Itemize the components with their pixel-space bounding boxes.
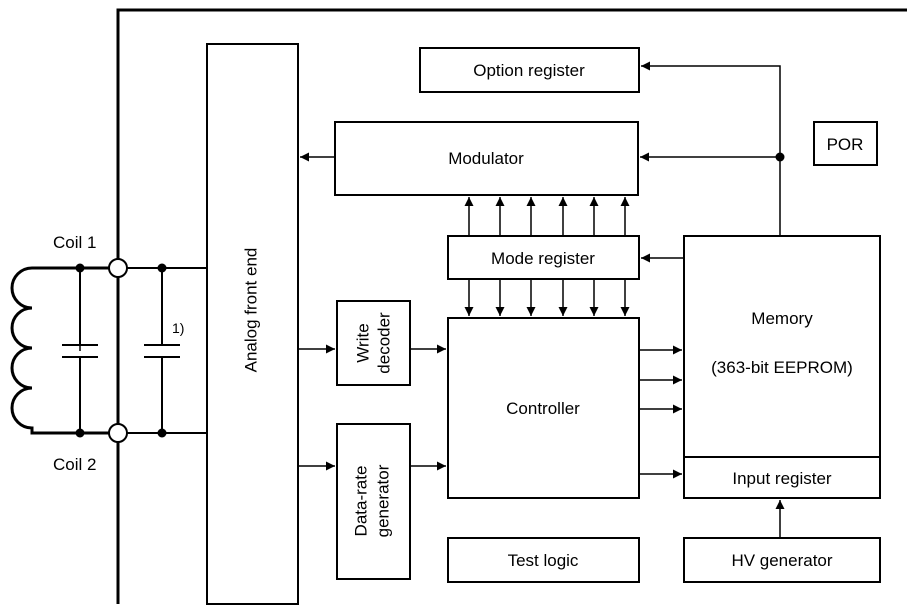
coil-1-label: Coil 1 [53,233,96,252]
test-logic-label: Test logic [508,551,579,570]
coil-2-label: Coil 2 [53,455,96,474]
write-decoder-line-2: decoder [374,312,393,374]
memory-feedback-line [697,65,781,236]
memory-block [683,235,881,499]
capacitor-footnote: 1) [172,320,184,336]
por-block [813,121,878,166]
hv-generator-block [683,537,881,583]
controller-block [447,317,640,499]
input-register-label: Input register [732,469,832,488]
analog-front-end-block [206,43,299,605]
coil-capacitor [62,268,98,433]
test-logic-block [447,537,640,583]
por-label: POR [827,135,864,154]
modulator-label: Modulator [448,149,524,168]
data-rate-generator-line-2: generator [373,464,392,537]
option-register-label: Option register [473,61,585,80]
data-rate-generator-line-1: Data-rate [351,466,370,537]
hv-generator-label: HV generator [731,551,832,570]
option-register-block [419,47,640,93]
coil-inductor [10,266,118,435]
mode-register-block [447,235,640,280]
write-decoder-block [336,300,411,386]
memory-detail-label: (363-bit EEPROM) [711,358,853,377]
memory-label: Memory [751,309,813,328]
analog-front-end-label: Analog front end [241,248,260,373]
modulator-block [334,121,639,196]
junction-dots [75,152,785,438]
chip-boundary [116,8,907,604]
internal-capacitor [127,267,207,434]
write-decoder-line-1: Write [353,323,372,362]
coil-1-pad [108,258,128,278]
mode-register-label: Mode register [491,249,595,268]
coil-2-pad [108,423,128,443]
controller-label: Controller [506,399,580,418]
data-rate-generator-block [336,423,411,580]
